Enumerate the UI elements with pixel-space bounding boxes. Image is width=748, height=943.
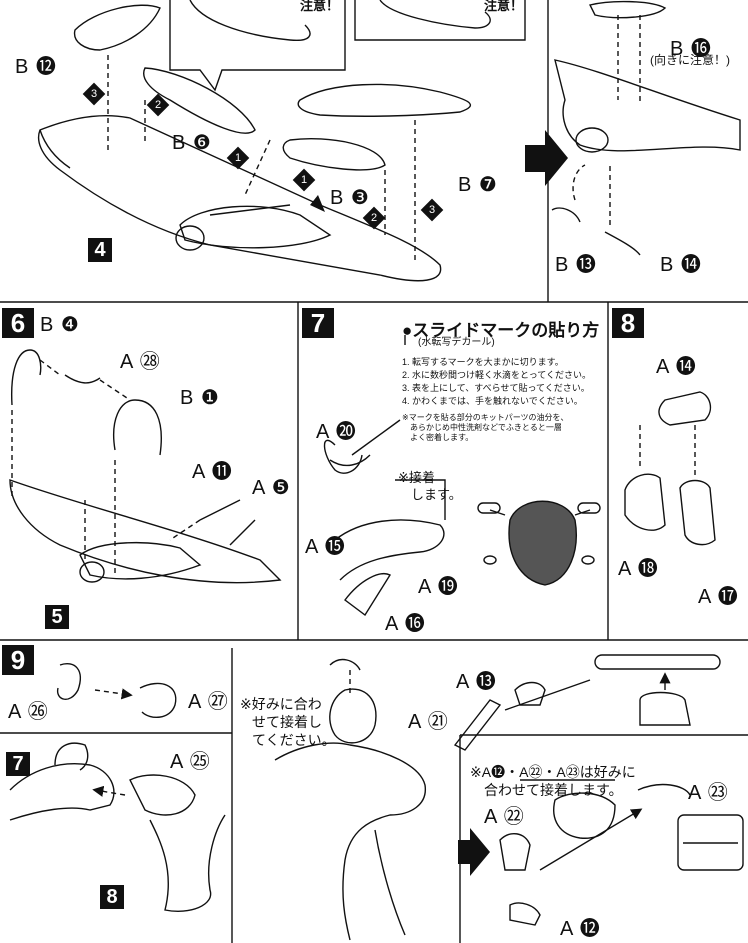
part-label-a14: A ⓮ (656, 356, 697, 378)
part-label-b14: B ⓮ (660, 254, 702, 276)
part-label-a17: A ⓱ (698, 586, 739, 608)
part-label-b13: B ⓭ (555, 254, 597, 276)
part-label-a16: A ⓰ (385, 613, 426, 635)
part-label-a19: A ⓳ (418, 576, 459, 598)
wing-outline (37, 114, 442, 282)
decal-step-2: 2. 水に数秒間つけ軽く水滴をとってください。 (402, 370, 592, 380)
preference-note-2: せて接着し (252, 714, 322, 730)
part-label-a18: A ⓲ (618, 558, 659, 580)
part-label-a28: A ㉘ (120, 351, 161, 373)
part-label-a23: A ㉓ (688, 782, 729, 804)
decal-step-1: 1. 転写するマークを大まかに切ります。 (402, 357, 564, 367)
sub-step-7-badge: 7 (6, 752, 30, 776)
part-label-a21: A ㉑ (408, 711, 449, 733)
glue-note-2: します。 (398, 487, 462, 502)
preference-note2-1: ※A⓬・A㉒・A㉓は好みに (470, 764, 636, 780)
part-label-a11: A ⓫ (192, 461, 233, 483)
part-label-a26: A ㉖ (8, 701, 49, 723)
decal-step-3: 3. 表を上にして、すべらせて貼ってください。 (402, 383, 590, 393)
step-6-badge: 6 (2, 308, 34, 338)
part-label-b3: B ❸ (330, 187, 370, 209)
part-label-b16: B ⓰ (670, 38, 712, 60)
glue-note-1: ※接着 (398, 470, 435, 485)
preference-note2-2: 合わせて接着します。 (484, 782, 623, 798)
decal-caution-3: よく密着します。 (402, 433, 474, 442)
part-label-b6: B ❻ (172, 132, 212, 154)
notice-label-2: 注意！ (484, 0, 524, 13)
decal-instructions-subtitle: (水転写デカール) (418, 337, 495, 348)
part-label-a5: A ❺ (252, 477, 291, 499)
orientation-note: (向きに注意！) (650, 53, 730, 67)
step-8-badge: 8 (612, 308, 644, 338)
part-label-b12: B ⓬ (15, 56, 57, 78)
part-label-a15: A ⓯ (305, 536, 346, 558)
sub-step-4-badge: 4 (88, 238, 112, 262)
decal-caution-2: あらかじめ中性洗剤などでふきとると一層 (402, 423, 562, 432)
part-label-a22: A ㉒ (484, 806, 525, 828)
part-label-b4: B ❹ (40, 314, 80, 336)
part-label-a27: A ㉗ (188, 691, 229, 713)
preference-note-1: ※好みに合わ (240, 696, 322, 712)
sub-step-5-badge: 5 (45, 605, 69, 629)
decal-caution-1: ※マークを貼る部分のキットパーツの油分を、 (402, 413, 569, 422)
decal-step-4: 4. かわくまでは、手を触れないでください。 (402, 396, 583, 406)
part-label-a13: A ⓭ (456, 671, 497, 693)
step-7-badge: 7 (302, 308, 334, 338)
part-label-a12: A ⓬ (560, 918, 601, 940)
part-label-a25: A ㉕ (170, 751, 211, 773)
notice-label-1: 注意！ (300, 0, 340, 13)
sub-step-8-badge: 8 (100, 885, 124, 909)
decal-instructions-title: ●スライドマークの貼り方 (402, 321, 600, 340)
part-label-b7: B ❼ (458, 174, 498, 196)
part-label-b1: B ❶ (180, 387, 220, 409)
part-label-a20: A ⓴ (316, 421, 357, 443)
step-9-badge: 9 (2, 645, 34, 675)
preference-note-3: てください。 (252, 732, 336, 748)
